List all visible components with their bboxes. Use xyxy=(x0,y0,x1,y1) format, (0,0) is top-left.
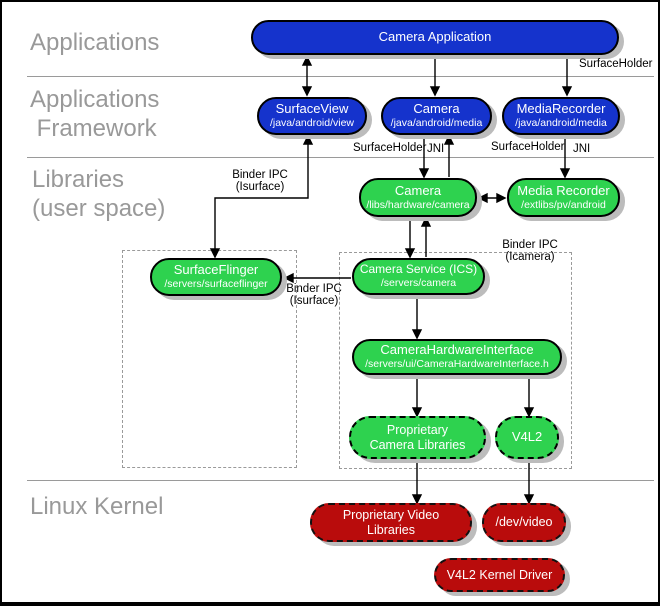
node-camera-framework: Camera /java/android/media xyxy=(381,97,492,135)
node-v4l2-title: V4L2 xyxy=(511,429,543,445)
node-camera-library-title: Camera xyxy=(394,182,442,198)
node-media-recorder-library: Media Recorder /extlibs/pv/android xyxy=(507,178,620,217)
node-surfaceview-title: SurfaceView xyxy=(275,101,349,117)
label-binder-ipc-isurface-upper: Binder IPC (Isurface) xyxy=(232,169,288,194)
label-surfaceholder-mediarecorder: SurfaceHolder xyxy=(491,141,565,153)
node-proprietary-video-libraries: Proprietary Video Libraries xyxy=(310,503,472,542)
node-surfaceview: SurfaceView /java/android/view xyxy=(257,97,367,135)
node-camera-library-path: /libs/hardware/camera xyxy=(366,198,470,211)
node-camera-hardware-interface: CameraHardwareInterface /servers/ui/Came… xyxy=(352,339,562,375)
node-surfaceflinger-path: /servers/surfaceflinger xyxy=(164,278,268,291)
layer-label-framework: Applications Framework xyxy=(30,86,160,143)
layer-label-applications: Applications xyxy=(30,29,160,56)
node-proprietary-camera-libraries: Proprietary Camera Libraries xyxy=(349,416,486,459)
label-binder-ipc-icamera: Binder IPC (Icamera) xyxy=(502,239,558,264)
node-surfaceflinger: SurfaceFlinger /servers/surfaceflinger xyxy=(150,258,282,296)
node-camera-hardware-interface-path: /servers/ui/CameraHardwareInterface.h xyxy=(365,358,549,371)
node-mediarecorder-framework: MediaRecorder /java/android/media xyxy=(502,97,620,135)
label-surfaceholder-top: SurfaceHolder xyxy=(579,58,653,70)
layer-label-libraries: Libraries (user space) xyxy=(32,166,166,223)
node-surfaceflinger-title: SurfaceFlinger xyxy=(173,262,259,278)
node-camera-application: Camera Application xyxy=(251,20,619,55)
node-dev-video-title: /dev/video xyxy=(495,515,553,530)
node-camera-library: Camera /libs/hardware/camera xyxy=(359,178,477,217)
node-media-recorder-library-path: /extlibs/pv/android xyxy=(521,198,606,211)
node-media-recorder-library-title: Media Recorder xyxy=(517,182,610,198)
layer-label-kernel: Linux Kernel xyxy=(30,493,164,520)
node-camera-framework-title: Camera xyxy=(413,101,460,117)
node-v4l2-kernel-driver-title: V4L2 Kernel Driver xyxy=(446,567,553,582)
node-camera-hardware-interface-title: CameraHardwareInterface xyxy=(380,342,534,358)
node-dev-video: /dev/video xyxy=(482,503,566,542)
node-camera-service: Camera Service (ICS) /servers/camera xyxy=(352,258,485,295)
node-mediarecorder-framework-title: MediaRecorder xyxy=(516,101,606,117)
node-camera-framework-path: /java/android/media xyxy=(390,117,483,130)
node-surfaceview-path: /java/android/view xyxy=(269,117,355,130)
label-jni-mediarecorder: JNI xyxy=(573,143,591,155)
surfaceflinger-group-box xyxy=(122,250,297,468)
node-proprietary-video-libraries-title: Proprietary Video Libraries xyxy=(342,508,440,537)
node-camera-application-title: Camera Application xyxy=(378,29,492,45)
node-v4l2: V4L2 xyxy=(495,416,559,459)
camera-service-group-box xyxy=(339,252,572,469)
node-mediarecorder-framework-path: /java/android/media xyxy=(515,117,607,130)
label-jni-camera: JNI xyxy=(427,143,445,155)
node-camera-service-title: Camera Service (ICS) xyxy=(359,262,478,277)
label-binder-ipc-isurface-lower: Binder IPC (Isurface) xyxy=(286,283,342,308)
node-proprietary-camera-libraries-title: Proprietary Camera Libraries xyxy=(369,423,466,452)
label-surfaceholder-camera: SurfaceHolder xyxy=(353,142,427,154)
node-camera-service-path: /servers/camera xyxy=(380,277,457,290)
node-v4l2-kernel-driver: V4L2 Kernel Driver xyxy=(434,558,565,592)
